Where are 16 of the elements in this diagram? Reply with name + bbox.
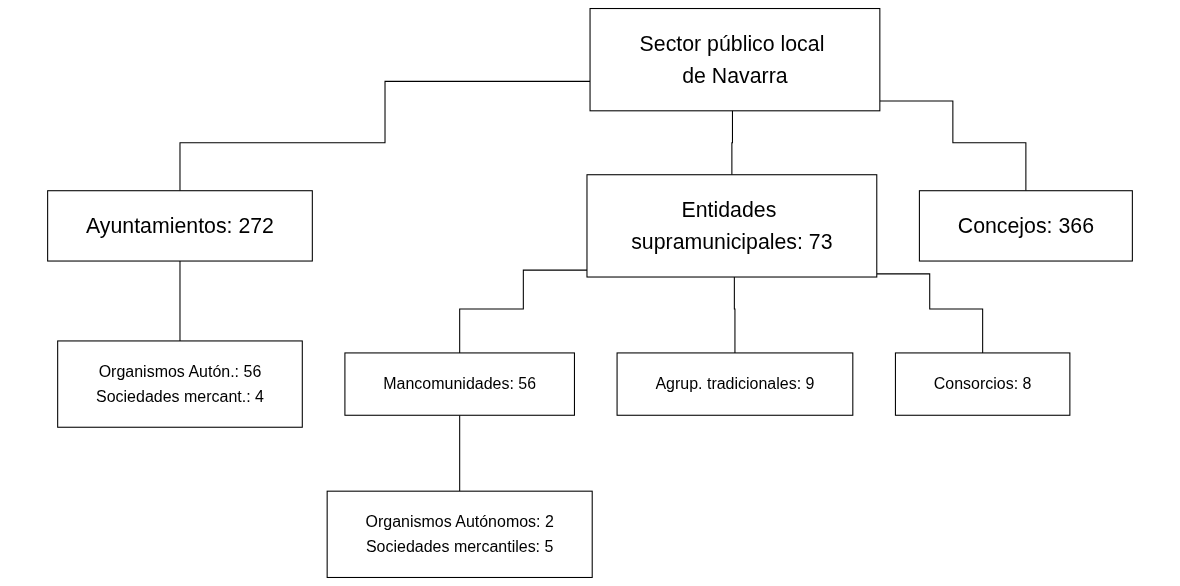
connector bbox=[731, 110, 734, 176]
node-box: Mancomunidades: 56 bbox=[344, 352, 575, 416]
connector bbox=[179, 260, 181, 342]
node-box: Entidades supramunicipales: 73 bbox=[586, 174, 878, 278]
node-box: Consorcios: 8 bbox=[894, 352, 1071, 416]
node-box: Concejos: 366 bbox=[918, 190, 1133, 262]
node-box: Sector público local de Navarra bbox=[589, 8, 881, 112]
node-box: Ayuntamientos: 272 bbox=[47, 190, 313, 262]
connector bbox=[876, 273, 984, 354]
connector bbox=[879, 100, 1027, 192]
connector bbox=[459, 414, 461, 492]
connector bbox=[179, 80, 591, 192]
node-box: Organismos Autónomos: 2 Sociedades mercantiles: 5 bbox=[326, 490, 593, 578]
node-box: Agrup. tradicionales: 9 bbox=[616, 352, 854, 416]
connector bbox=[733, 276, 736, 354]
node-box: Organismos Autón.: 56 Sociedades mercant.: 4 bbox=[57, 340, 303, 428]
